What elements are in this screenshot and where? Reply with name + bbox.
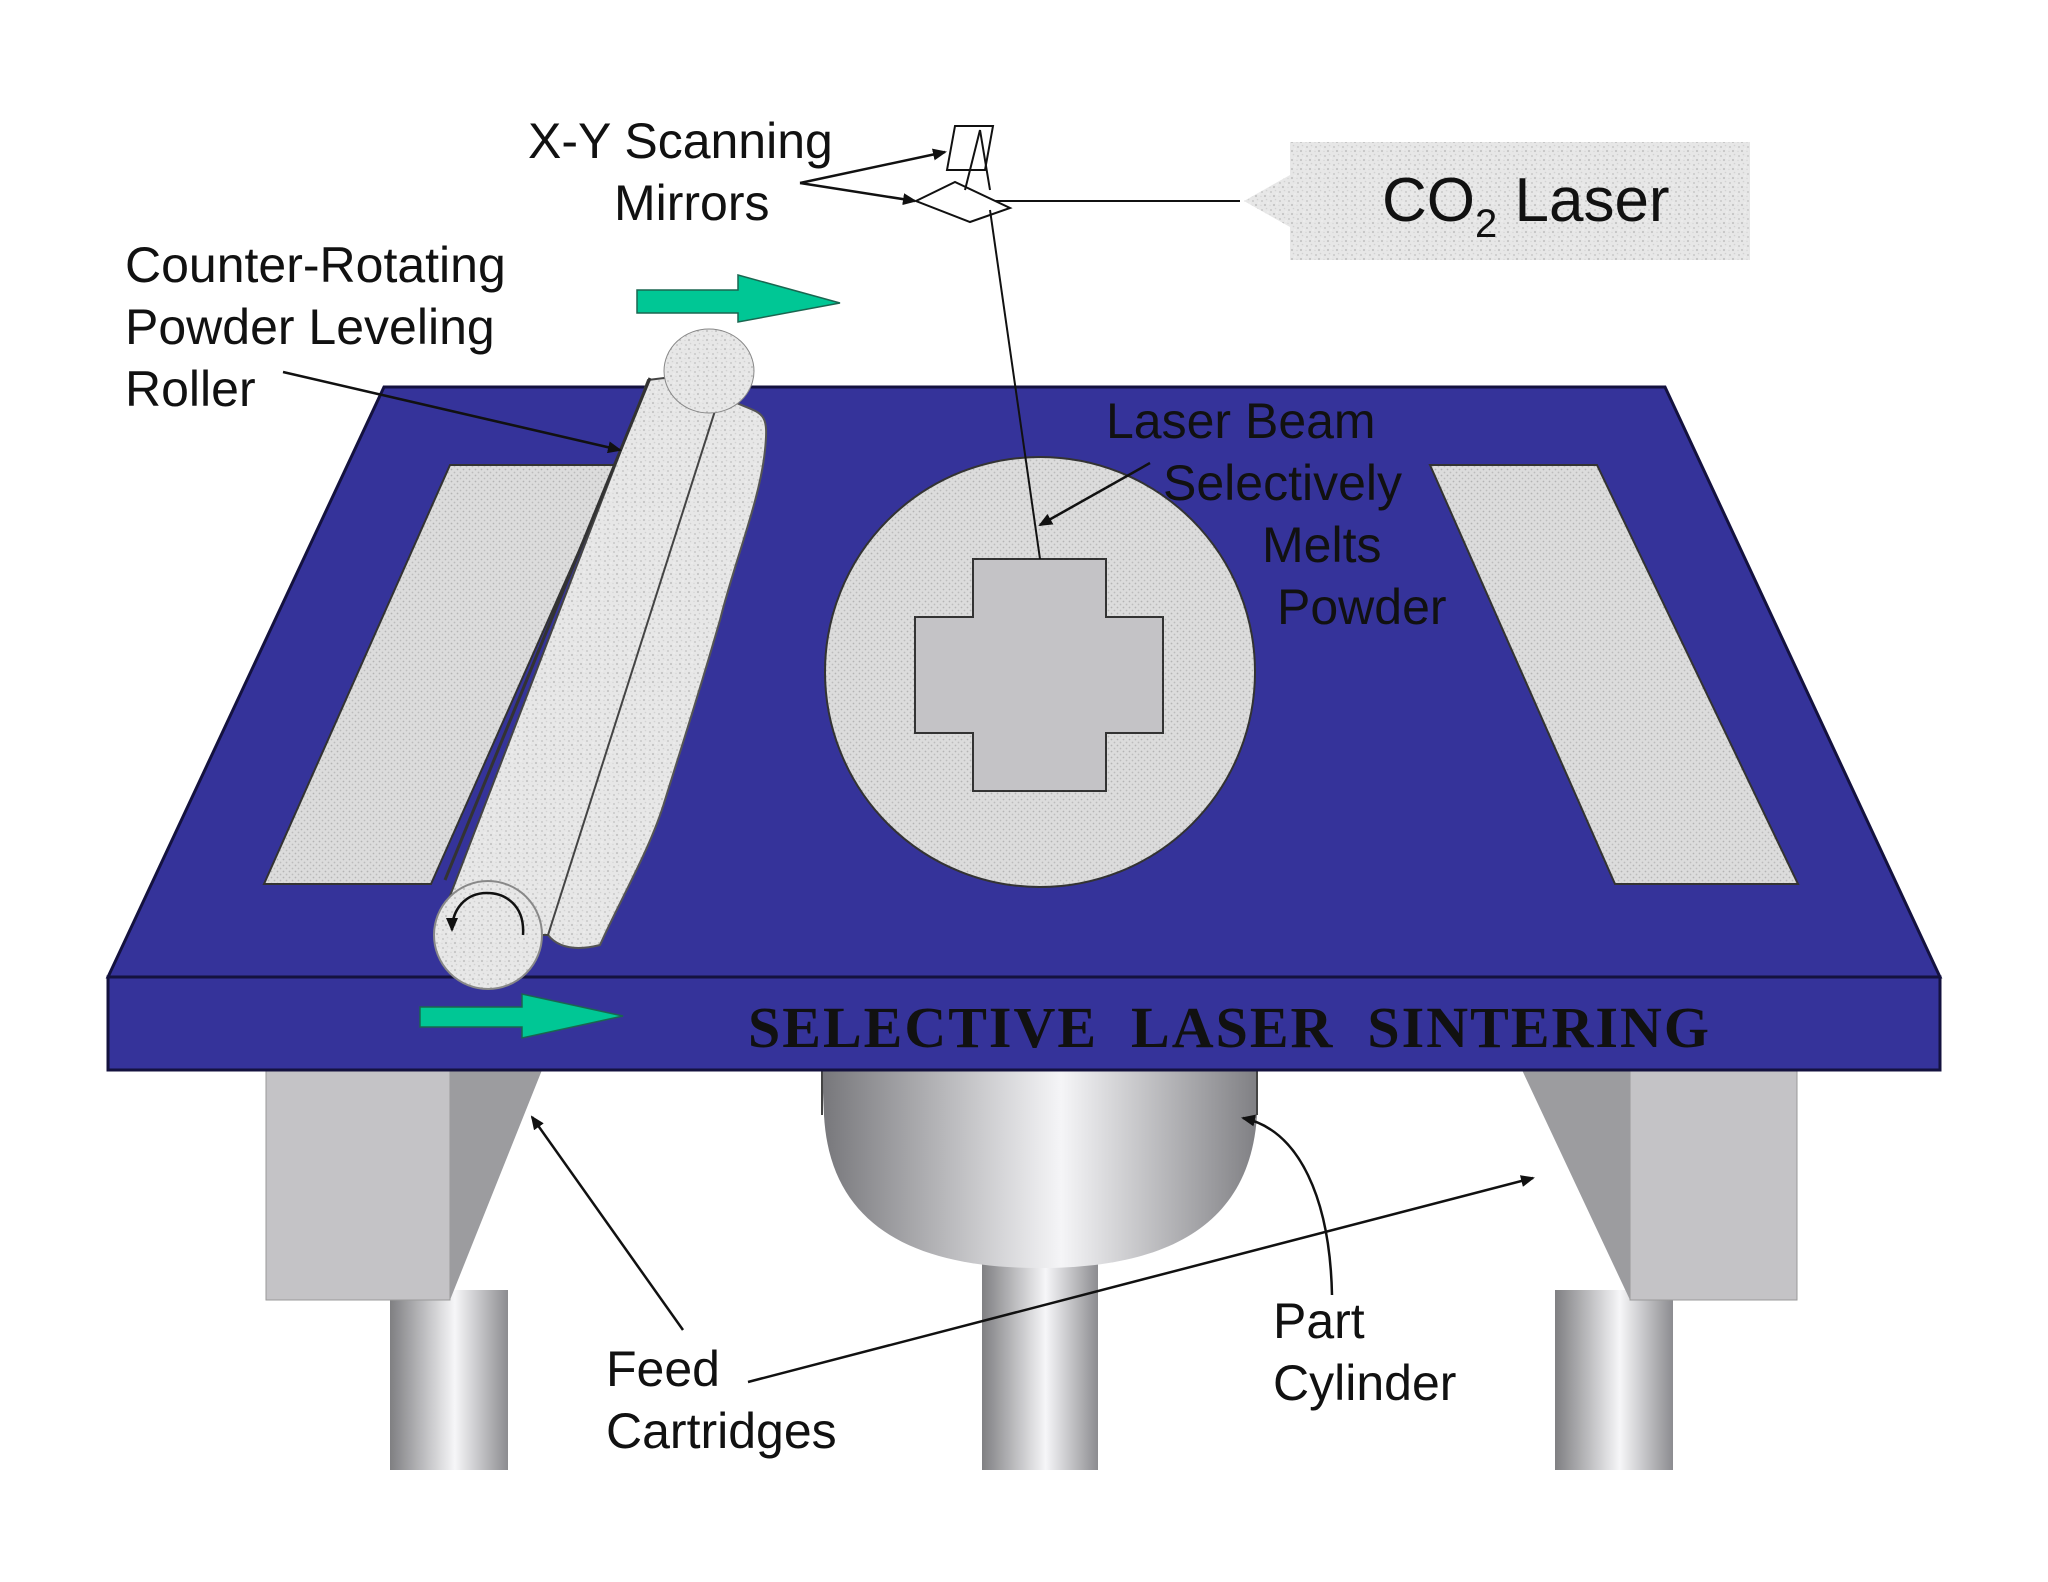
left-powder-bed <box>262 464 619 885</box>
beam-label-line2: Selectively <box>1163 455 1402 511</box>
powder-leveling-roller <box>433 328 768 990</box>
laser-beam-to-part <box>989 209 1041 560</box>
roller-label-line2: Powder Leveling <box>125 299 495 355</box>
diagram-title: SELECTIVE LASER SINTERING <box>748 995 1711 1060</box>
feed-label-line1: Feed <box>606 1341 720 1397</box>
counter-rotation-arrow-icon <box>446 891 525 936</box>
mirrors-label-line2: Mirrors <box>614 175 770 231</box>
part-label-line1: Part <box>1273 1293 1365 1349</box>
roller-direction-arrow-icon <box>636 274 841 323</box>
sintered-part-cross <box>914 558 1164 792</box>
build-platform-front <box>106 975 1942 1072</box>
right-feed-cartridge <box>1522 1069 1798 1301</box>
roller-label-line1: Counter-Rotating <box>125 237 506 293</box>
co2-laser-label: CO2 Laser <box>1382 166 1670 246</box>
left-feed-piston <box>390 1290 508 1470</box>
beam-label-line3: Melts <box>1262 517 1381 573</box>
center-part-piston <box>982 1260 1098 1470</box>
feed-label-line2: Cartridges <box>606 1403 837 1459</box>
scanning-mirror-lower <box>913 180 1013 224</box>
mirrors-label-line1: X-Y Scanning <box>528 113 833 169</box>
right-feed-piston <box>1555 1290 1673 1470</box>
platform-direction-arrow-icon <box>419 993 624 1039</box>
co2-laser-box: CO2 Laser <box>1244 142 1750 260</box>
right-powder-bed <box>1428 464 1800 885</box>
roller-label-line3: Roller <box>125 361 256 417</box>
part-cylinder-bowl <box>821 1070 1258 1268</box>
left-feed-cartridge <box>265 1069 542 1301</box>
beam-label-line1: Laser Beam <box>1106 393 1376 449</box>
beam-label-line4: Powder <box>1277 579 1447 635</box>
part-label-line2: Cylinder <box>1273 1355 1456 1411</box>
